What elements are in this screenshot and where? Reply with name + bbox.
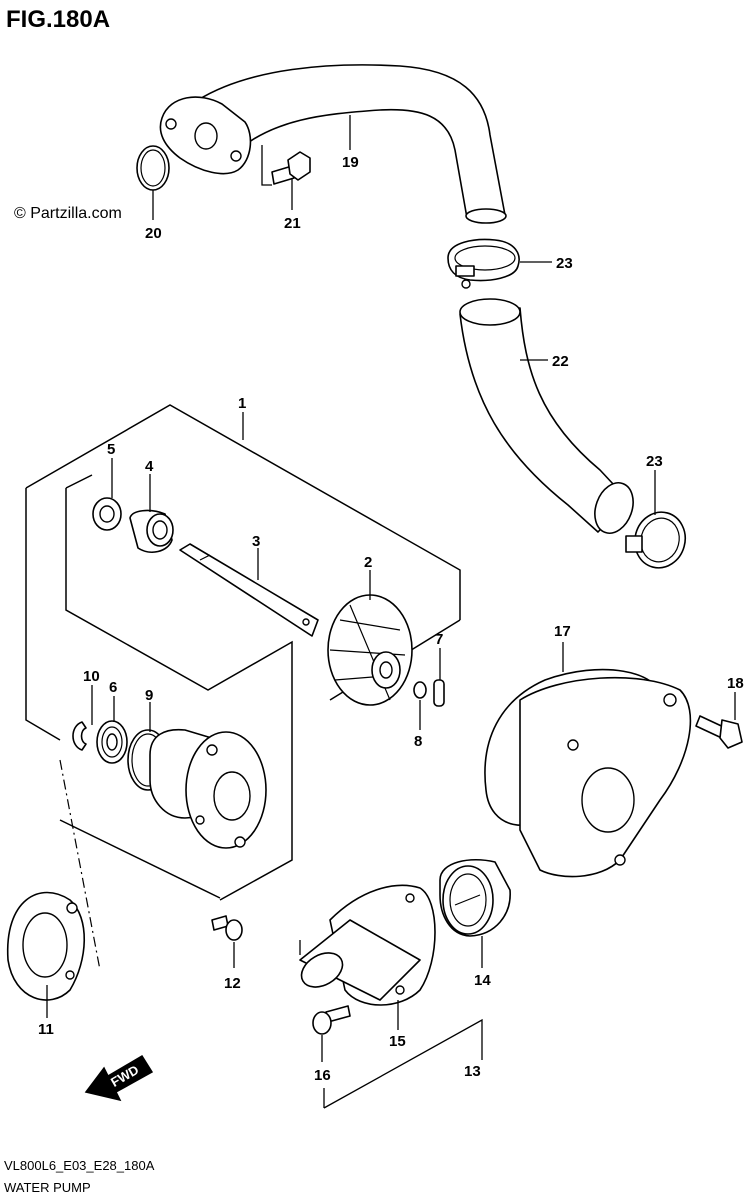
part-3-impeller-shaft[interactable] [179,543,319,637]
callout-16: 16 [314,1067,331,1084]
callout-15: 15 [389,1033,406,1050]
pump-body[interactable] [149,728,267,849]
callout-23-lower: 23 [646,453,663,470]
part-21-bolt[interactable] [271,151,311,185]
part-16-screw[interactable] [312,1005,351,1035]
callout-1: 1 [238,395,246,412]
figure-name: WATER PUMP [4,1180,91,1195]
callout-11: 11 [38,1021,54,1038]
callout-8: 8 [414,733,422,750]
callout-19: 19 [342,154,359,171]
callout-6: 6 [109,679,117,696]
callout-21: 21 [284,215,301,232]
callout-14: 14 [474,972,491,989]
part-18-bolt[interactable] [695,715,743,749]
part-19-water-pipe[interactable] [159,64,507,224]
forward-direction-arrow: FWD [84,1054,154,1102]
part-14-thermostat[interactable] [439,858,511,937]
part-12-screw[interactable] [211,915,243,941]
part-10-circlip[interactable] [72,721,87,751]
callout-3: 3 [252,533,260,550]
callout-7: 7 [435,631,443,648]
gasket-dashed-guide [59,759,101,971]
part-22-water-hose[interactable] [459,298,640,539]
part-6-bearing[interactable] [96,720,128,764]
part-4-mechanical-seal[interactable] [129,509,174,553]
part-5-oil-seal[interactable] [92,497,122,531]
thermostat-housing[interactable] [519,676,692,878]
part-23-hose-clamp-upper[interactable] [447,238,520,289]
part-15-thermostat-cover[interactable] [295,884,436,1006]
callout-23-upper: 23 [556,255,573,272]
watermark: © Partzilla.com [14,205,122,222]
callout-4: 4 [145,458,154,475]
part-7-pin[interactable] [433,679,445,707]
callout-12: 12 [224,975,241,992]
callout-20: 20 [145,225,162,242]
figure-title: FIG.180A [6,6,110,33]
callout-9: 9 [145,687,153,704]
callout-18: 18 [727,675,744,692]
part-11-gasket[interactable] [7,891,85,1001]
callout-2: 2 [364,554,372,571]
part-23-hose-clamp-lower[interactable] [625,506,691,573]
part-20-o-ring[interactable] [136,145,170,191]
part-8-washer[interactable] [413,681,427,699]
callout-10: 10 [83,668,100,685]
figure-code: VL800L6_E03_E28_180A [4,1158,155,1173]
callout-22: 22 [552,353,569,370]
part-2-impeller[interactable] [327,594,413,706]
leader-lines [46,115,736,1109]
callout-17: 17 [554,623,571,640]
callout-13: 13 [464,1063,481,1080]
callout-5: 5 [107,441,115,458]
